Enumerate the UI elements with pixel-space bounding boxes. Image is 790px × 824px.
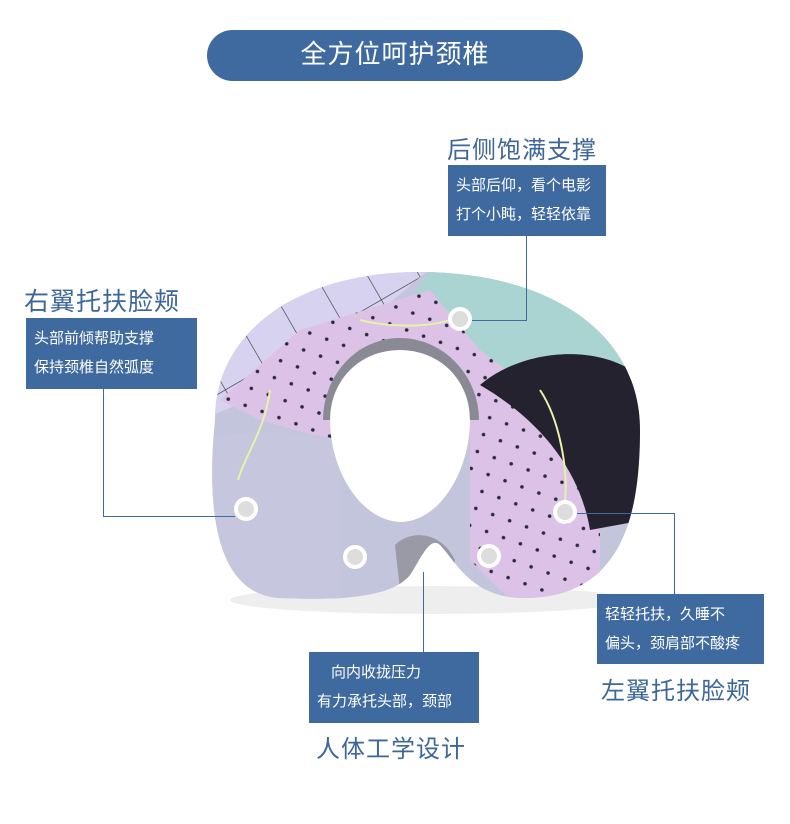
connector-line: [577, 513, 675, 514]
ergonomic-line: 有力承托头部，颈部: [317, 692, 453, 710]
left-wing-line: 轻轻托扶，久睡不: [605, 605, 726, 623]
left-wing-box: 轻轻托扶，久睡不 偏头，颈肩部不酸疼: [597, 594, 764, 664]
banner-title: 全方位呵护颈椎: [207, 30, 583, 81]
back-support-title: 后侧饱满支撑: [447, 136, 597, 164]
back-support-line: 头部后仰，看个电影: [456, 176, 592, 194]
right-wing-line: 头部前倾帮助支撑: [34, 329, 155, 347]
hotspot-markers: [234, 307, 577, 569]
left-wing-title: 左翼托扶脸颊: [601, 677, 751, 705]
connector-line: [472, 320, 527, 321]
connector-line: [674, 513, 675, 594]
connector-line: [526, 236, 527, 321]
ergonomic-title: 人体工学设计: [316, 735, 466, 763]
connector-line: [423, 572, 424, 652]
right-wing-title: 右翼托扶脸颊: [24, 287, 181, 316]
back-support-line: 打个小盹，轻轻依靠: [456, 205, 592, 223]
right-wing-box: 头部前倾帮助支撑 保持颈椎自然弧度: [26, 318, 197, 389]
ergonomic-line: 向内收拢压力: [331, 663, 422, 681]
back-support-box: 头部后仰，看个电影 打个小盹，轻轻依靠: [448, 165, 606, 236]
ergonomic-box: 向内收拢压力 有力承托头部，颈部: [309, 652, 479, 723]
connector-line: [103, 389, 104, 517]
connector-line: [103, 516, 235, 517]
left-wing-line: 偏头，颈肩部不酸疼: [605, 634, 741, 652]
right-wing-line: 保持颈椎自然弧度: [34, 358, 155, 376]
